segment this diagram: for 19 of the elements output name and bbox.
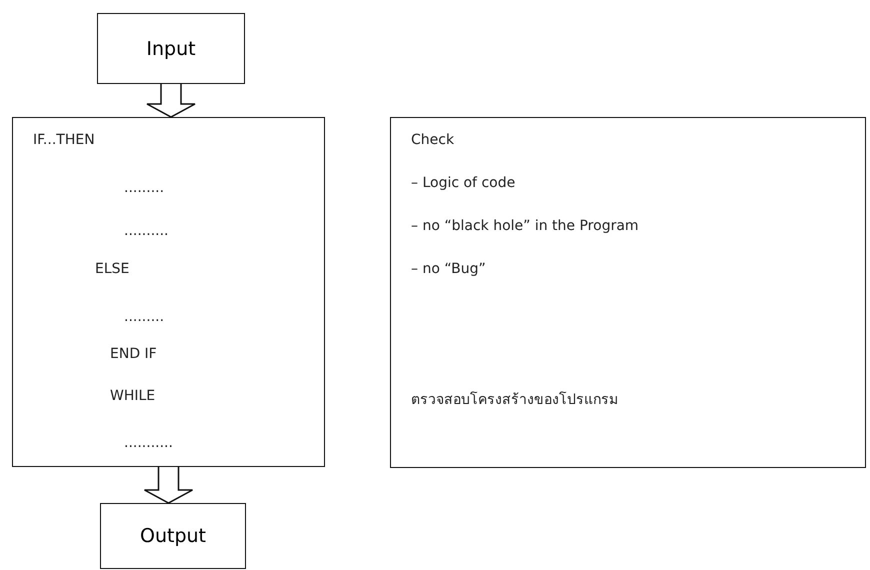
output-box: Output bbox=[100, 503, 246, 569]
block-arrow bbox=[144, 466, 194, 504]
code-line: ......... bbox=[124, 179, 164, 197]
block-arrow bbox=[146, 83, 196, 118]
note-text: – Logic of code bbox=[411, 174, 516, 192]
code-line: IF...THEN bbox=[33, 131, 95, 149]
code-line: WHILE bbox=[110, 387, 156, 405]
note-text: – no “Bug” bbox=[411, 260, 486, 278]
code-line: END IF bbox=[110, 345, 157, 363]
input-box: Input bbox=[97, 13, 245, 84]
code-box bbox=[12, 117, 325, 467]
note-text: – no “black hole” in the Program bbox=[411, 217, 639, 235]
note-text: Check bbox=[411, 131, 454, 149]
code-line: ........... bbox=[124, 434, 173, 452]
code-line: ......... bbox=[124, 308, 164, 326]
code-line: ELSE bbox=[95, 260, 130, 278]
note-text: ตรวจสอบโครงสร้างของโปรแกรม bbox=[411, 391, 618, 409]
code-line: .......... bbox=[124, 222, 169, 240]
check-box bbox=[390, 117, 866, 468]
